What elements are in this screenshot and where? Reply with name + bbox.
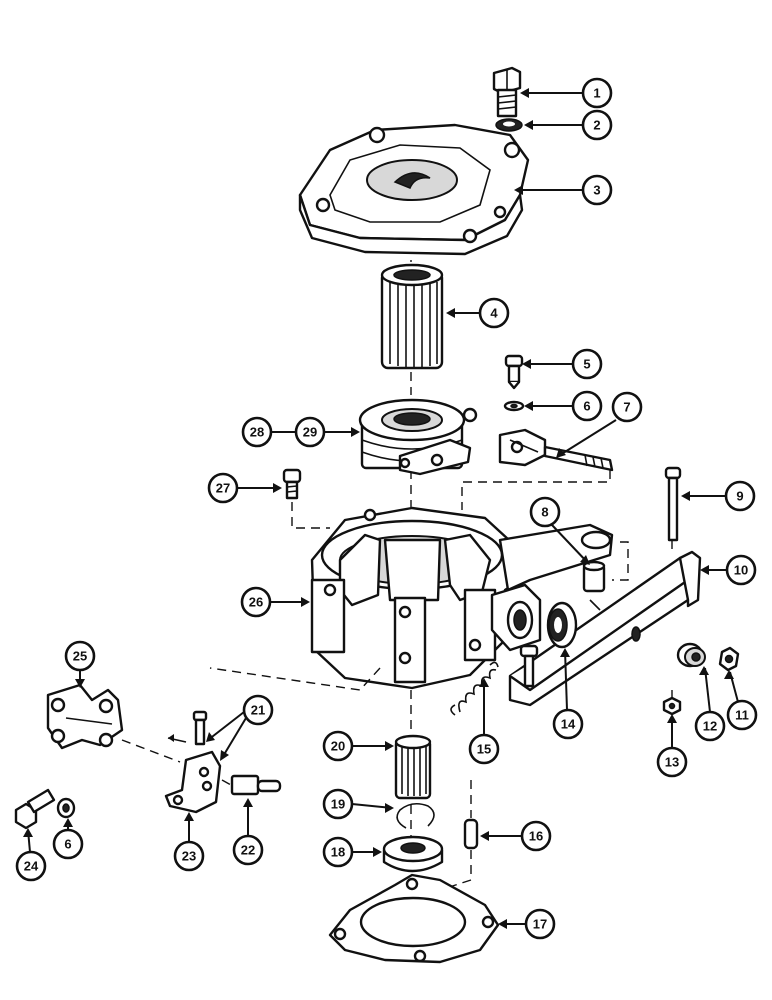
callout-7: 7	[611, 391, 643, 423]
svg-text:3: 3	[593, 183, 600, 198]
callout-29: 29	[294, 416, 326, 448]
part-splined-sleeve-4	[380, 263, 444, 370]
callout-24: 24	[15, 850, 47, 882]
part-spring-15	[450, 661, 499, 716]
svg-text:8: 8	[541, 505, 548, 520]
part-hex-nut-11	[718, 646, 740, 672]
leader-lines	[23, 88, 739, 929]
bushing-dashline	[612, 541, 629, 581]
svg-text:13: 13	[665, 755, 679, 770]
part-seal-14	[546, 601, 578, 649]
part-gasket-17	[328, 873, 500, 964]
callout-11: 11	[726, 699, 758, 731]
part-housing-26	[310, 506, 614, 690]
svg-text:29: 29	[303, 425, 317, 440]
svg-text:20: 20	[331, 739, 345, 754]
callout-26: 26	[240, 586, 272, 618]
part-cover-plate-3	[298, 123, 530, 256]
part-bearing-18	[382, 835, 444, 873]
svg-text:24: 24	[24, 859, 39, 874]
callout-17: 17	[524, 908, 556, 940]
part-washer-2	[495, 118, 523, 132]
svg-text:9: 9	[736, 489, 743, 504]
part-bracket-25	[46, 683, 124, 750]
callout-13: 13	[656, 746, 688, 778]
part-nut-13	[662, 696, 682, 716]
part-actuator-23	[164, 750, 222, 814]
callout-19: 19	[322, 788, 354, 820]
callout-22: 22	[232, 834, 264, 866]
svg-text:14: 14	[561, 717, 576, 732]
svg-text:5: 5	[583, 357, 590, 372]
part-dowel-16	[463, 818, 479, 850]
callout-15: 15	[468, 733, 500, 765]
svg-text:2: 2	[593, 118, 600, 133]
svg-text:25: 25	[73, 649, 87, 664]
bracket-dashline	[121, 739, 181, 763]
part-plunger-22	[230, 774, 282, 796]
callout-4: 4	[478, 297, 510, 329]
callout-6b: 6	[52, 828, 84, 860]
part-pin-5	[504, 354, 524, 390]
svg-text:7: 7	[623, 400, 630, 415]
callout-6: 6	[571, 390, 603, 422]
screw-27-dashline	[291, 502, 330, 529]
part-lever-pin	[519, 644, 539, 688]
svg-text:12: 12	[703, 719, 717, 734]
callout-28: 28	[241, 416, 273, 448]
svg-text:15: 15	[477, 742, 491, 757]
callout-5: 5	[571, 348, 603, 380]
callout-27: 27	[207, 472, 239, 504]
svg-text:16: 16	[529, 829, 543, 844]
part-brake-assembly-28-29	[358, 398, 478, 476]
svg-text:1: 1	[593, 86, 600, 101]
callout-20: 20	[322, 730, 354, 762]
callout-21: 21	[242, 694, 274, 726]
part-snap-ring-19	[396, 802, 435, 829]
part-bolt-24	[14, 788, 56, 830]
callout-16: 16	[520, 820, 552, 852]
part-washer-6	[503, 400, 525, 412]
callout-23: 23	[173, 840, 205, 872]
callout-25: 25	[64, 640, 96, 672]
part-screw-27	[282, 468, 302, 500]
callout-18: 18	[322, 836, 354, 868]
callout-1: 1	[581, 77, 613, 109]
callout-9: 9	[724, 480, 756, 512]
svg-text:19: 19	[331, 797, 345, 812]
svg-text:22: 22	[241, 843, 255, 858]
callout-10: 10	[725, 554, 757, 586]
svg-text:10: 10	[734, 563, 748, 578]
part-bushing-8	[582, 560, 606, 593]
svg-text:23: 23	[182, 849, 196, 864]
part-long-bolt-9	[664, 466, 682, 542]
svg-text:6: 6	[64, 837, 71, 852]
part-washer-6b	[56, 797, 76, 819]
svg-text:27: 27	[216, 481, 230, 496]
part-bolt-1	[492, 66, 522, 118]
callout-3: 3	[581, 174, 613, 206]
part-splined-shaft-20	[394, 734, 432, 800]
callout-12: 12	[694, 710, 726, 742]
svg-text:26: 26	[249, 595, 263, 610]
svg-text:17: 17	[533, 917, 547, 932]
callout-14: 14	[552, 708, 584, 740]
svg-text:6: 6	[583, 399, 590, 414]
part-clevis-rod-7	[498, 428, 614, 472]
svg-text:21: 21	[251, 703, 265, 718]
part-nut-12	[676, 642, 706, 668]
svg-text:11: 11	[735, 708, 749, 723]
svg-text:18: 18	[331, 845, 345, 860]
callout-2: 2	[581, 109, 613, 141]
part-pins-21	[167, 710, 208, 746]
svg-text:4: 4	[490, 306, 498, 321]
rod-dashline	[461, 470, 611, 510]
part-lever-10	[508, 550, 702, 707]
callout-8: 8	[529, 496, 561, 528]
svg-text:28: 28	[250, 425, 264, 440]
